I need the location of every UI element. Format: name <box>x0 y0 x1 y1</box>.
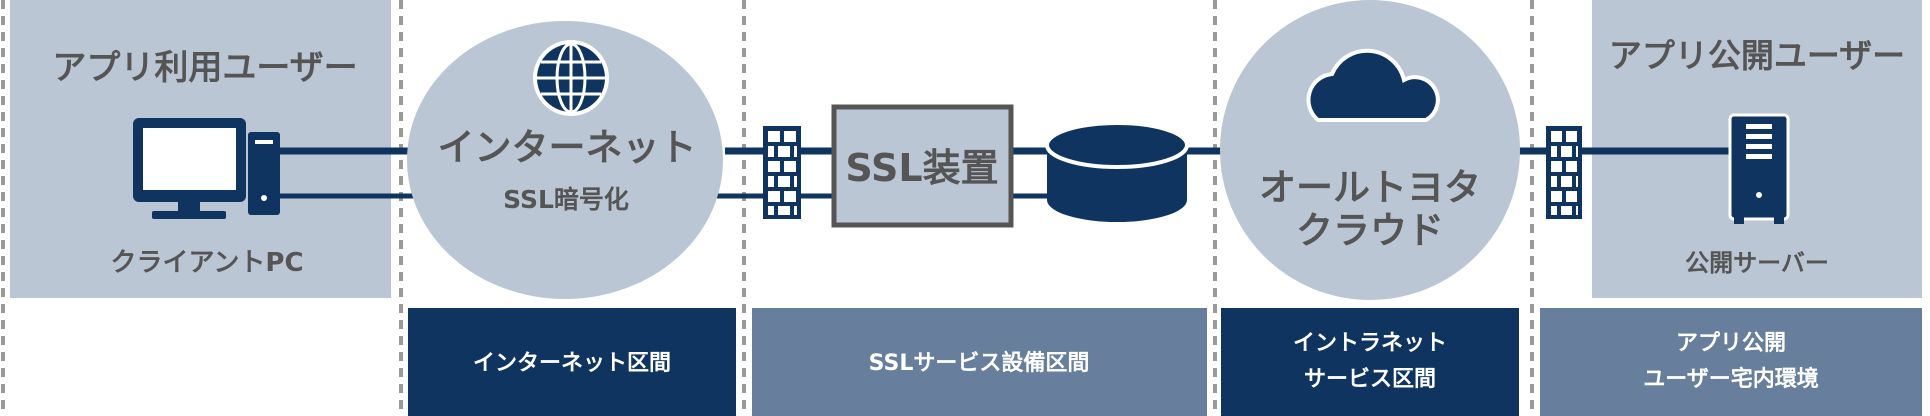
ssl-device-label: SSL装置 <box>845 146 998 190</box>
section-ssl-band <box>752 308 1207 416</box>
section-premises-line2: ユーザー宅内環境 <box>1643 366 1819 392</box>
section-ssl-label: SSLサービス設備区間 <box>869 350 1090 376</box>
section-intranet-line1: イントラネット <box>1293 331 1447 356</box>
ssl-device-box <box>831 104 1014 228</box>
section-intranet-band <box>1221 308 1519 416</box>
server-icon <box>1728 113 1790 224</box>
client-pc-label: クライアントPC <box>110 248 303 278</box>
section-intranet-line2: サービス区間 <box>1304 367 1436 392</box>
client-title: アプリ利用ユーザー <box>52 48 357 88</box>
cloud-zone <box>1220 0 1520 300</box>
ssl-encryption-label: SSL暗号化 <box>503 185 629 214</box>
firewall-icon-2 <box>1546 126 1582 219</box>
internet-cloud <box>407 21 723 299</box>
section-premises-line1: アプリ公開 <box>1676 331 1786 356</box>
globe-icon <box>533 40 609 116</box>
section-internet-label: インターネット区間 <box>473 351 671 376</box>
cloud-label-line1: オールトヨタ <box>1259 166 1481 209</box>
section-premises-band <box>1540 308 1922 416</box>
storage-icon <box>1045 121 1189 222</box>
section-internet-band <box>408 308 736 416</box>
cloud-icon <box>1306 48 1440 122</box>
section-dividers <box>1 0 1534 416</box>
server-title: アプリ公開ユーザー <box>1609 36 1905 75</box>
internet-label: インターネット <box>438 126 697 169</box>
firewall-icon-1 <box>763 126 801 219</box>
client-pc-icon <box>133 118 280 219</box>
server-label: 公開サーバー <box>1685 249 1829 277</box>
encrypt-label-bg <box>478 178 655 216</box>
cloud-label-line2: クラウド <box>1296 209 1444 252</box>
